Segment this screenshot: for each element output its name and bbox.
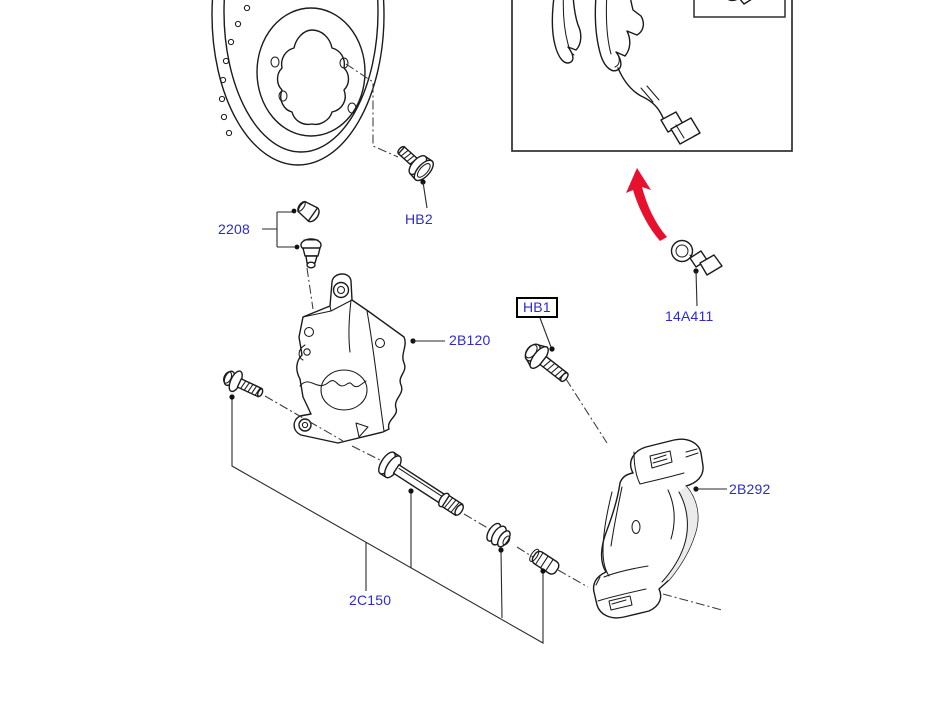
callout-caliper[interactable]: 2B120 [449,332,491,348]
callout-bleeder-screw[interactable]: 2208 [218,221,250,237]
hb1-leader-line [539,317,552,348]
caliper-drawing [293,273,406,444]
callout-caliper-guide-bolt[interactable]: HB1 [516,297,558,318]
wear-sensor-wire-drawing [617,67,667,128]
brake-pad-outer-drawing [551,0,582,64]
anchor-plate-leader-dot [693,486,699,492]
disc-to-hub-bolt-axis-line [345,63,399,158]
callout-anchor-plate[interactable]: 2B292 [729,481,771,497]
guide-pin-drawing [378,451,464,516]
inset-frame [511,0,793,152]
bleeder-cap-drawing [297,200,320,223]
inset-subframe [693,0,786,18]
caliper-guide-bolt-drawing [524,343,569,383]
anchor-plate-drawing [592,438,704,619]
direction-arrow [626,168,667,241]
callout-wear-indicator[interactable]: 14A411 [665,308,714,324]
guide-pin-boot-drawing [486,522,511,548]
guide-pin-cap-drawing [529,548,560,575]
brake-pads-inset [511,0,793,152]
bleeder-screw-drawing [300,238,322,269]
wear-indicator-leader-line [695,270,698,307]
callout-hub-bolt[interactable]: HB2 [405,211,433,227]
wire-break-marks [640,85,660,103]
mounting-axis-line [264,395,383,462]
hb1-leader-dot [549,346,555,352]
pad-clip-drawing [727,0,752,5]
mounting-bolt-drawing [222,370,264,398]
bleeder-callout-bracket [262,211,295,248]
wire-connector-drawing [660,111,701,145]
brake-pad-inner-drawing [594,0,645,72]
callout-guide-pin-kit[interactable]: 2C150 [349,592,392,608]
bleeder-to-caliper-axis-line [306,267,314,310]
brake-disc-drawing [211,0,385,166]
hb2-leader-line [422,181,428,209]
disc-vent-holes [218,4,251,137]
hb1-to-bracket-axis-line [565,378,608,444]
kit-callout-lines [229,394,546,644]
hub-bolt-drawing [397,145,434,182]
wear-indicator-drawing [670,239,723,276]
